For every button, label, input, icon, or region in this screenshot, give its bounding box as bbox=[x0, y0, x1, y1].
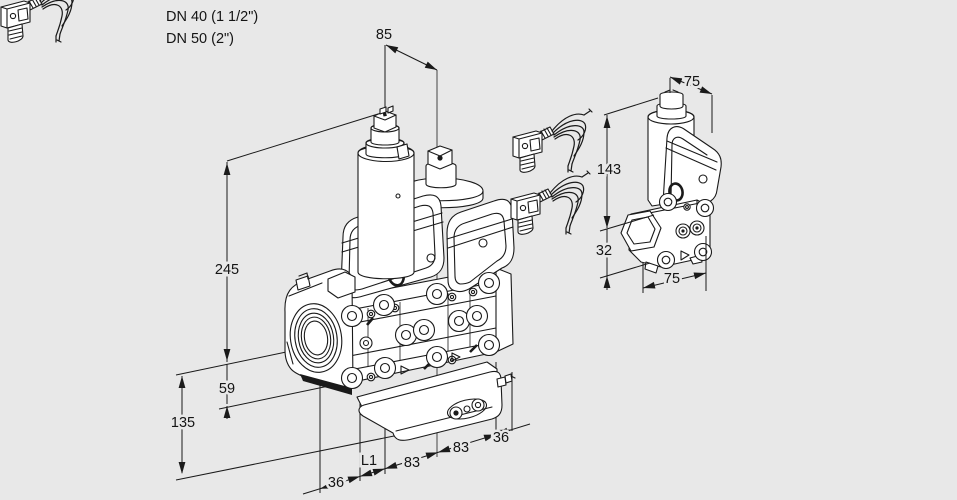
dim-32-label: 32 bbox=[596, 243, 612, 259]
dim-245: 245 bbox=[212, 162, 242, 362]
dim-36-left-label: 36 bbox=[328, 475, 344, 491]
cable-plug-connector bbox=[0, 0, 74, 43]
cable-plug-1 bbox=[512, 108, 593, 173]
dim-75-bottom: 75 bbox=[642, 236, 707, 293]
dim-135: 135 bbox=[168, 376, 198, 474]
dn-size-labels: DN 40 (1 1/2") DN 50 (2") bbox=[166, 9, 258, 47]
dim-85-label: 85 bbox=[376, 27, 392, 43]
dim-143: 143 bbox=[594, 97, 659, 232]
dim-135-label: 135 bbox=[171, 415, 195, 431]
side-nozzle bbox=[496, 376, 507, 388]
cable-connectors bbox=[0, 0, 593, 235]
flange-bracket bbox=[327, 271, 356, 299]
dim-bottom-chain: 36 L1 83 83 36 bbox=[302, 423, 531, 495]
dim-36-right-label: 36 bbox=[493, 430, 509, 446]
hex-flange bbox=[620, 210, 662, 252]
side-view-drawing bbox=[620, 89, 722, 274]
flow-arrow bbox=[400, 365, 410, 375]
dn-label-2: DN 50 (2") bbox=[166, 31, 234, 47]
dim-143-label: 143 bbox=[597, 162, 621, 178]
bottom-actuator-box bbox=[356, 361, 516, 441]
dim-l1-label: L1 bbox=[361, 453, 377, 469]
right-actuator-dome bbox=[446, 198, 515, 293]
marker-slash bbox=[469, 344, 478, 353]
dim-83a-label: 83 bbox=[404, 455, 420, 471]
dim-75-bottom-label: 75 bbox=[664, 271, 680, 287]
dim-32: 32 bbox=[593, 229, 651, 290]
marker-slash bbox=[366, 317, 374, 326]
threaded-bore bbox=[289, 303, 343, 373]
body-details bbox=[359, 287, 489, 382]
left-solenoid-stack bbox=[357, 105, 415, 280]
flow-arrow bbox=[451, 352, 461, 362]
pipe-flange bbox=[284, 268, 356, 395]
manual-override-cap bbox=[659, 91, 684, 110]
main-valve-drawing bbox=[284, 105, 516, 441]
dome-screw-hole bbox=[426, 253, 436, 263]
side-valve-body bbox=[620, 192, 715, 274]
flange-shadow bbox=[300, 374, 352, 395]
dome-screw-hole bbox=[478, 238, 488, 248]
dim-59-label: 59 bbox=[219, 381, 235, 397]
body-rollers bbox=[340, 271, 501, 390]
dim-59: 59 bbox=[216, 364, 238, 419]
dim-83b-label: 83 bbox=[453, 440, 469, 456]
dim-75-top: 75 bbox=[668, 72, 714, 133]
flow-arrow bbox=[680, 250, 690, 261]
dn-label-1: DN 40 (1 1/2") bbox=[166, 9, 258, 25]
dim-75-top-label: 75 bbox=[684, 74, 700, 90]
dim-245-label: 245 bbox=[215, 262, 239, 278]
cable-plug-2 bbox=[510, 170, 591, 235]
side-actuator-dome bbox=[662, 126, 722, 208]
dim-85: 85 bbox=[373, 25, 439, 74]
